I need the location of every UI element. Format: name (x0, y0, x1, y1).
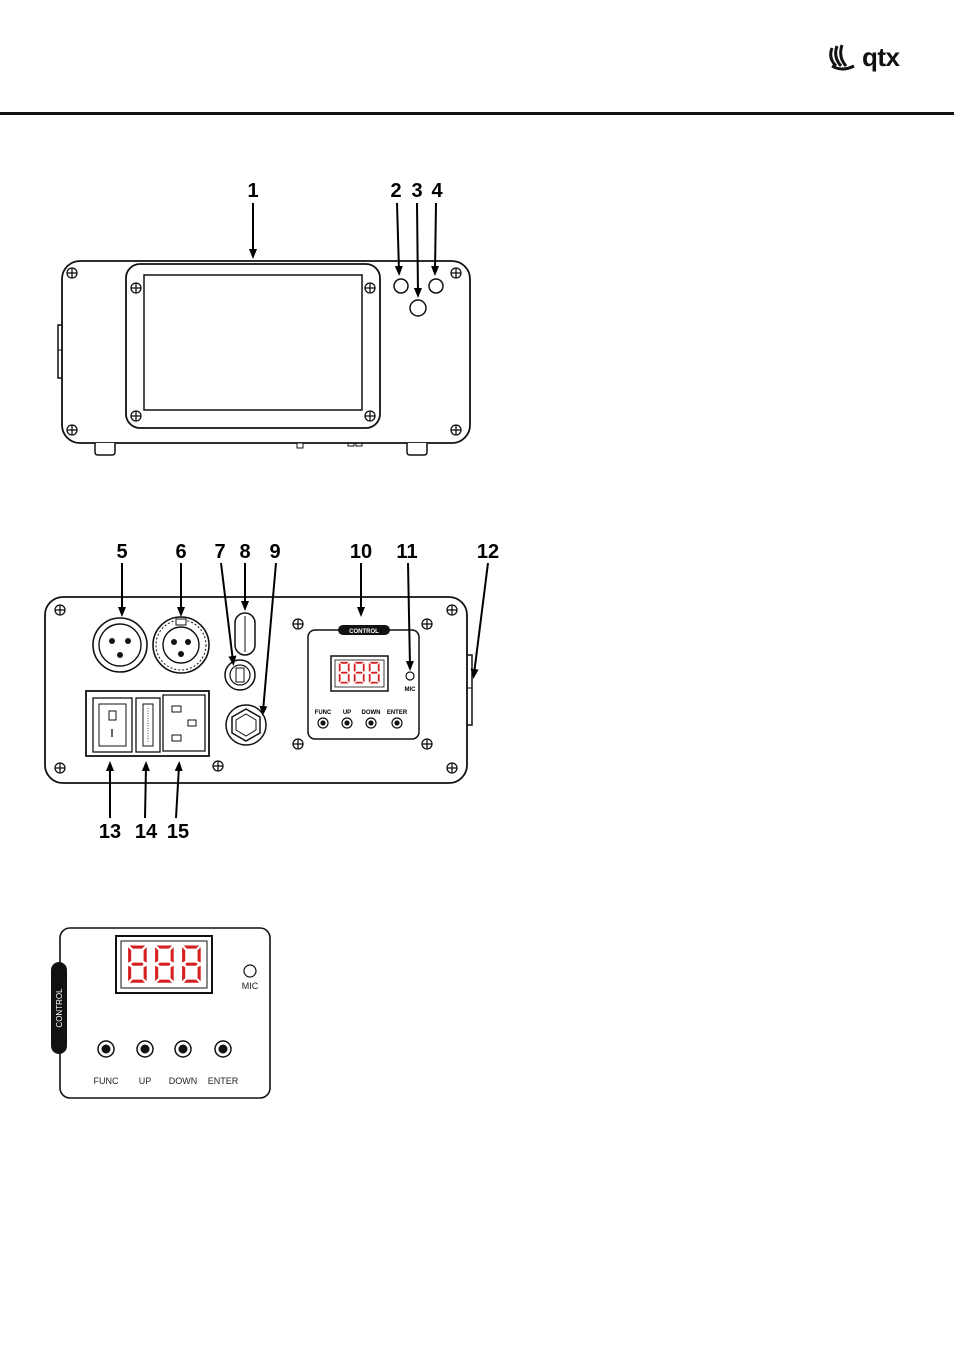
front-indicator-2 (394, 279, 408, 293)
front-foot-left (95, 443, 115, 455)
detail-func-label: FUNC (94, 1076, 119, 1086)
rear-mic-label: MIC (405, 687, 417, 693)
detail-down-label: DOWN (169, 1076, 198, 1086)
callout-12: 12 (477, 541, 499, 563)
callout-15: 15 (167, 821, 189, 843)
rear-enter-label: ENTER (387, 710, 408, 716)
front-sensor-3 (410, 300, 426, 316)
rear-func-label: FUNC (315, 710, 332, 716)
front-indicator-4 (429, 279, 443, 293)
detail-func-button (98, 1041, 114, 1057)
iec-inlet (163, 695, 205, 751)
detail-down-button (175, 1041, 191, 1057)
callout-7: 7 (214, 541, 225, 563)
detail-mic-hole (244, 965, 256, 977)
control-panel-detail: CONTROL MIC FUNC UP DOWN ENTER (51, 928, 270, 1098)
dmx-in-connector (93, 618, 147, 672)
callout-8: 8 (239, 541, 250, 563)
callout-11: 11 (396, 541, 417, 563)
callout-10: 10 (350, 541, 372, 563)
callout-4: 4 (431, 180, 443, 202)
detail-up-button (137, 1041, 153, 1057)
callout-2: 2 (390, 180, 401, 202)
output-window (144, 275, 362, 410)
callout-1: 1 (247, 180, 258, 202)
fluid-inlet (226, 705, 266, 745)
callout-14: 14 (135, 821, 158, 843)
detail-up-label: UP (139, 1076, 152, 1086)
rear-view: CONTROL MIC FUNC UP DOWN ENTER (45, 541, 499, 843)
rear-mic-hole (406, 672, 414, 680)
detail-mic-label: MIC (242, 981, 259, 991)
detail-enter-button (215, 1041, 231, 1057)
fog-level-knob (225, 660, 255, 690)
front-foot-right (407, 443, 427, 455)
rear-up-label: UP (343, 710, 351, 716)
callout-3: 3 (411, 180, 422, 202)
front-view: 1 2 3 4 (58, 180, 470, 455)
callout-13: 13 (99, 821, 121, 843)
rear-control-panel: CONTROL MIC FUNC UP DOWN ENTER (293, 619, 432, 749)
dmx-out-connector (153, 617, 209, 673)
callout-5: 5 (116, 541, 127, 563)
rear-control-banner: CONTROL (349, 629, 379, 635)
control-side-label: CONTROL (55, 988, 64, 1028)
rear-down-label: DOWN (362, 710, 381, 716)
callout-6: 6 (175, 541, 186, 563)
callout-9: 9 (269, 541, 280, 563)
detail-enter-label: ENTER (208, 1076, 239, 1086)
